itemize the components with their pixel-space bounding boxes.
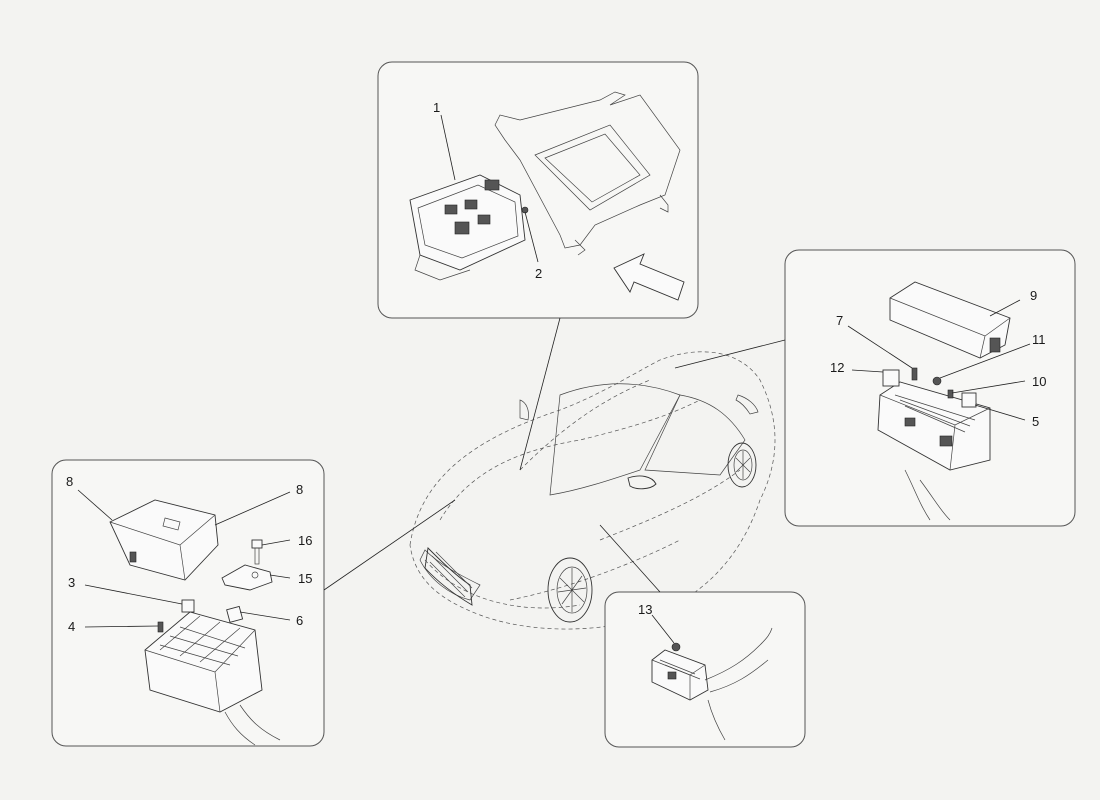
callout-8-right: 8 [296, 482, 303, 497]
callout-7: 7 [836, 313, 843, 328]
bracket-frame [494, 91, 681, 256]
leader-bottom-panel-to-car [599, 524, 661, 593]
detail-panel-left: 8 8 16 15 3 4 6 [51, 459, 325, 747]
callout-16: 16 [298, 533, 312, 548]
relay-6 [226, 605, 244, 623]
fuse-4 [157, 621, 164, 633]
rear-lights [519, 394, 759, 421]
callout-4: 4 [68, 619, 75, 634]
detail-panel-bottom: 13 [604, 591, 806, 748]
callout-15: 15 [298, 571, 312, 586]
leader-top-panel-to-car [519, 317, 561, 471]
detail-panel-top: 1 2 [377, 61, 699, 319]
relay-5 [961, 392, 977, 408]
callout-9: 9 [1030, 288, 1037, 303]
front-grille [424, 547, 473, 606]
callout-13: 13 [638, 602, 652, 617]
front-wheel [547, 557, 593, 623]
callout-10: 10 [1032, 374, 1046, 389]
side-mirror [627, 475, 657, 490]
relay-12 [882, 369, 900, 387]
fuse-holder-13 [651, 627, 773, 741]
fuse-box-cover-rear [889, 281, 1011, 359]
callout-11: 11 [1032, 332, 1046, 347]
callout-3: 3 [68, 575, 75, 590]
relay-3 [181, 599, 195, 613]
fuse-7 [911, 367, 918, 381]
fuse-10 [947, 389, 954, 399]
rear-wheel [727, 442, 757, 488]
leader-right-panel-to-car [674, 339, 786, 369]
callout-6: 6 [296, 613, 303, 628]
car-body-outline [409, 351, 776, 630]
callout-8-left: 8 [66, 474, 73, 489]
bolt-16 [251, 539, 263, 565]
bracket-15 [221, 564, 273, 591]
fuse-11 [932, 376, 942, 386]
fuse-box-cover-front [109, 499, 219, 581]
callout-5: 5 [1032, 414, 1039, 429]
leader-left-panel-to-car [323, 499, 456, 591]
callout-1: 1 [433, 100, 440, 115]
detail-panel-right: 9 7 11 12 10 5 [784, 249, 1076, 527]
callout-2: 2 [535, 266, 542, 281]
body-computer-module [409, 174, 529, 281]
fuse-13 [671, 642, 681, 652]
view-direction-arrow [613, 253, 685, 301]
callout-12: 12 [830, 360, 844, 375]
